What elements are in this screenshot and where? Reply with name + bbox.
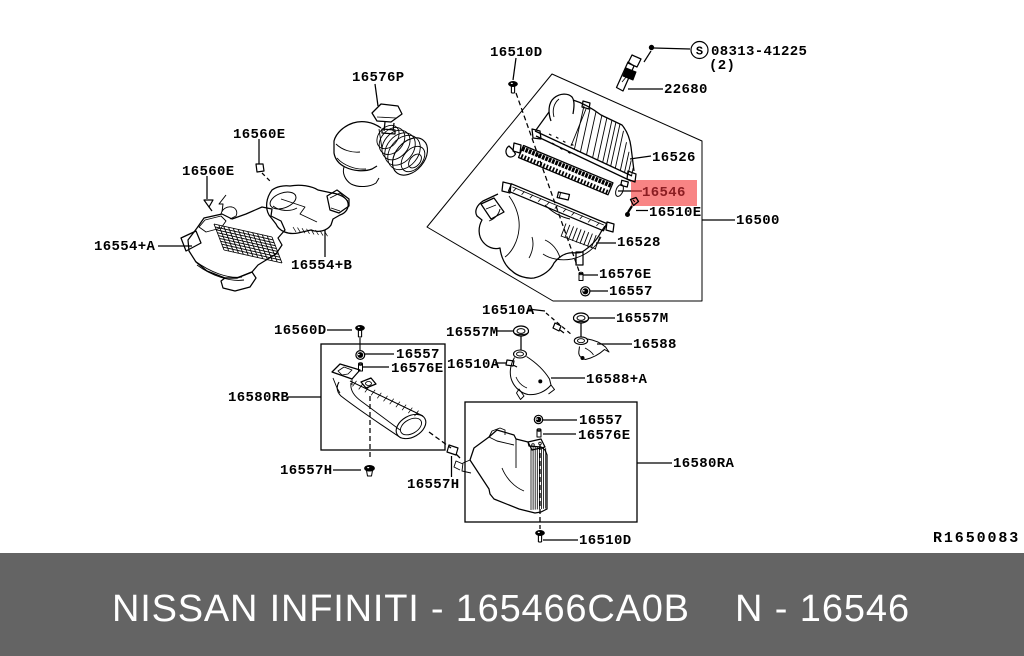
svg-text:16510D: 16510D (579, 533, 632, 549)
svg-text:16528: 16528 (617, 235, 661, 251)
svg-text:16576E: 16576E (391, 361, 444, 377)
svg-text:16546: 16546 (642, 185, 686, 201)
svg-text:16576E: 16576E (599, 267, 652, 283)
svg-text:16500: 16500 (736, 213, 780, 229)
svg-text:16554+B: 16554+B (291, 258, 353, 274)
svg-text:22680: 22680 (664, 82, 708, 98)
svg-text:16557H: 16557H (280, 463, 333, 479)
svg-text:08313-41225: 08313-41225 (711, 44, 807, 60)
svg-text:N - 16546: N - 16546 (735, 588, 910, 630)
svg-text:16510D: 16510D (490, 45, 543, 61)
svg-text:16580RB: 16580RB (228, 390, 290, 406)
svg-text:16510A: 16510A (482, 303, 535, 319)
svg-text:16557: 16557 (609, 284, 653, 300)
svg-text:16510A: 16510A (447, 357, 500, 373)
svg-text:16557M: 16557M (446, 325, 499, 341)
svg-text:16560E: 16560E (233, 127, 286, 143)
svg-text:16557H: 16557H (407, 477, 460, 493)
svg-text:16580RA: 16580RA (673, 456, 735, 472)
svg-text:16588+A: 16588+A (586, 372, 648, 388)
svg-text:16526: 16526 (652, 150, 696, 166)
svg-text:16576P: 16576P (352, 70, 405, 86)
svg-text:S: S (696, 45, 703, 59)
svg-text:16560E: 16560E (182, 164, 235, 180)
svg-text:16554+A: 16554+A (94, 239, 156, 255)
svg-text:16557: 16557 (579, 413, 623, 429)
svg-text:16588: 16588 (633, 337, 677, 353)
svg-text:16560D: 16560D (274, 323, 327, 339)
svg-text:NISSAN INFINITI - 165466CA0B: NISSAN INFINITI - 165466CA0B (112, 588, 690, 630)
svg-text:16557: 16557 (396, 347, 440, 363)
svg-text:R1650083: R1650083 (933, 530, 1020, 547)
svg-text:16576E: 16576E (578, 428, 631, 444)
svg-text:16557M: 16557M (616, 311, 669, 327)
svg-text:(2): (2) (709, 58, 735, 74)
svg-text:16510E: 16510E (649, 205, 702, 221)
